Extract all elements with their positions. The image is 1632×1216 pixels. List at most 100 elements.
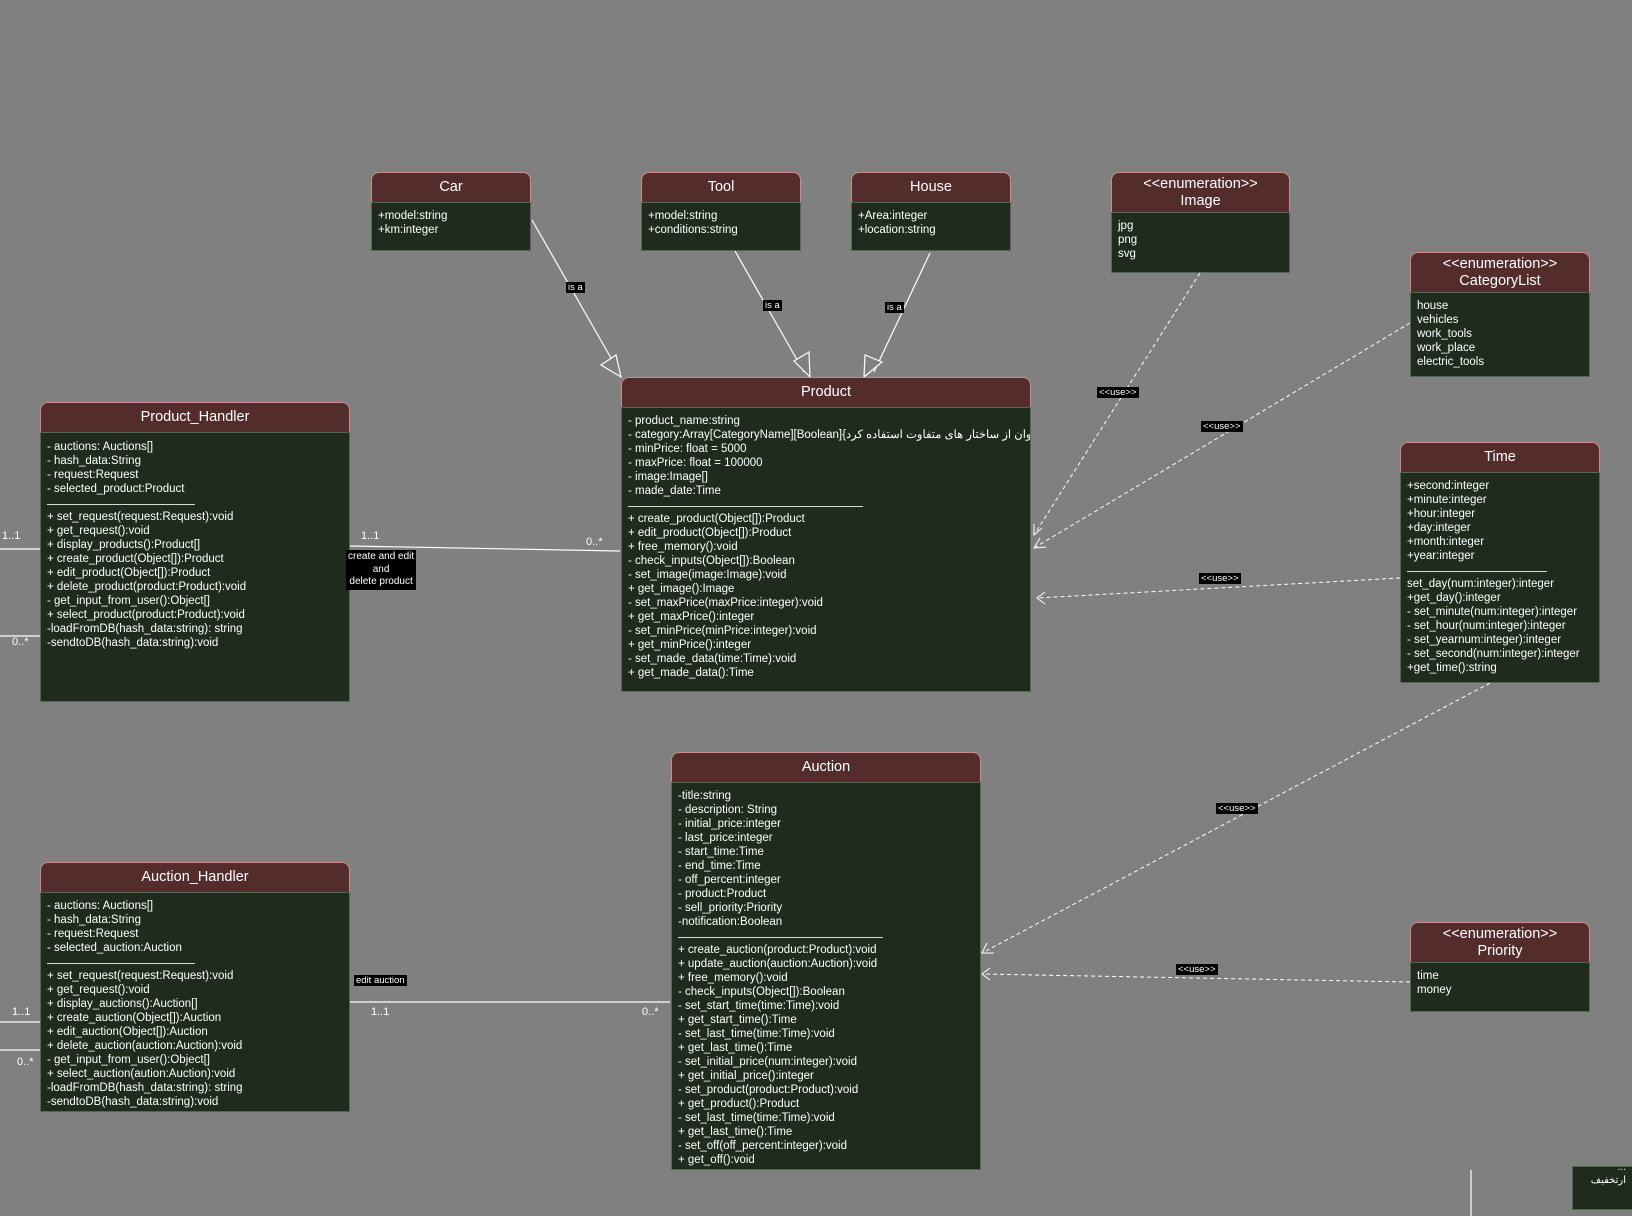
- multiplicity-label: 0..*: [17, 1056, 34, 1068]
- enum-priority-item: time: [1417, 970, 1439, 982]
- class-product-handler-title: Product_Handler: [140, 409, 250, 425]
- auction-handler-method: + select_auction(aution:Auction):void: [47, 1068, 236, 1080]
- class-auction-handler-header: Auction_Handler: [40, 862, 350, 892]
- product-handler-association-line: [349, 545, 621, 552]
- product-handler-method: + delete_product(product:Product):void: [47, 581, 247, 593]
- partial-class-text: ارتخفیف: [1590, 1175, 1626, 1186]
- enum-priority[interactable]: <<enumeration>> Priority time money: [1410, 922, 1590, 1012]
- class-product-handler-header: Product_Handler: [40, 402, 350, 432]
- class-auction-handler-title: Auction_Handler: [141, 869, 249, 885]
- image-use-line: [1033, 272, 1201, 536]
- multiplicity-label: 0..*: [586, 536, 603, 548]
- time-method: +get_time():string: [1407, 662, 1497, 674]
- class-tool-item: +conditions:string: [648, 224, 738, 236]
- time-method: - set_minute(num:integer):integer: [1407, 606, 1578, 618]
- product-handler-method: -loadFromDB(hash_data:string): string: [47, 623, 243, 635]
- auction-handler-separator: [47, 955, 343, 969]
- class-auction-handler-body: - auctions: Auctions[] - hash_data:Strin…: [40, 892, 350, 1112]
- auction-handler-method: + edit_auction(Object[]):Auction: [47, 1026, 208, 1038]
- auction-attribute: - product:Product: [678, 888, 767, 900]
- product-handler-method: + edit_product(Object[]):Product: [47, 567, 211, 579]
- auction-method: + get_off():void: [678, 1154, 755, 1166]
- multiplicity-label: 0..*: [642, 1006, 659, 1018]
- is-a-label: is a: [885, 302, 904, 313]
- class-house-item: +location:string: [858, 224, 936, 236]
- enum-categorylist-item: electric_tools: [1417, 356, 1485, 368]
- enum-categorylist[interactable]: <<enumeration>> CategoryList house vehic…: [1410, 252, 1590, 377]
- dependency-arrowhead: [981, 942, 994, 954]
- class-auction[interactable]: Auction -title:string - description: Str…: [671, 752, 981, 1170]
- auction-handler-method: -sendtoDB(hash_data:string):void: [47, 1096, 219, 1108]
- multiplicity-label: 0..*: [12, 636, 29, 648]
- generalization-arrowhead: [863, 354, 884, 379]
- product-method: + get_image():Image: [628, 583, 735, 595]
- edit-auction-label: edit auction: [354, 975, 407, 986]
- time-use-line: [1036, 577, 1401, 599]
- auction-attribute: - start_time:Time: [678, 846, 764, 858]
- use-label: <<use>>: [1097, 387, 1139, 398]
- class-house-body: +Area:integer +location:string: [851, 202, 1011, 251]
- enum-image-body: jpg png svg: [1111, 212, 1290, 273]
- enum-image-item: png: [1118, 234, 1138, 246]
- auction-handler-attribute: - selected_auction:Auction: [47, 942, 182, 954]
- dependency-arrowhead: [981, 967, 991, 981]
- product-handler-method: - get_input_from_user():Object[]: [47, 595, 210, 607]
- auction-method: - set_start_time(time:Time):void: [678, 1000, 840, 1012]
- time-attribute: +day:integer: [1407, 522, 1471, 534]
- class-car-item: +km:integer: [378, 224, 439, 236]
- auction-handler-attribute: - auctions: Auctions[]: [47, 900, 154, 912]
- time-method: - set_second(num:integer):integer: [1407, 648, 1580, 660]
- class-house-item: +Area:integer: [858, 210, 928, 222]
- product-handler-method: + select_product(product:Product):void: [47, 609, 245, 621]
- product-handler-attribute: - auctions: Auctions[]: [47, 441, 154, 453]
- time-attribute: +hour:integer: [1407, 508, 1476, 520]
- auction-attribute: - initial_price:integer: [678, 818, 781, 830]
- auction-handler-method: + set_request(request:Request):void: [47, 970, 234, 982]
- dependency-arrowhead: [1036, 591, 1046, 605]
- class-house-header: House: [851, 172, 1011, 202]
- auction-attribute: - end_time:Time: [678, 860, 761, 872]
- auction-handler-attribute: - hash_data:String: [47, 914, 141, 926]
- multiplicity-label: 1..1: [371, 1006, 390, 1018]
- product-handler-method: -sendtoDB(hash_data:string):void: [47, 637, 219, 649]
- product-method: + get_maxPrice():integer: [628, 611, 755, 623]
- class-product[interactable]: Product - product_name:string - category…: [621, 377, 1031, 692]
- time-attribute: +year:integer: [1407, 550, 1475, 562]
- class-tool-title: Tool: [707, 179, 735, 195]
- class-auction-header: Auction: [671, 752, 981, 782]
- enum-categorylist-body: house vehicles work_tools work_place ele…: [1410, 292, 1590, 377]
- class-product-handler[interactable]: Product_Handler - auctions: Auctions[] -…: [40, 402, 350, 702]
- auction-method: - check_inputs(Object[]):Boolean: [678, 986, 845, 998]
- dependency-arrowhead: [1033, 537, 1047, 549]
- auction-method: + get_product():Product: [678, 1098, 800, 1110]
- auction-attribute: - sell_priority:Priority: [678, 902, 783, 914]
- use-label: <<use>>: [1199, 573, 1241, 584]
- product-method: - set_made_data(time:Time):void: [628, 653, 797, 665]
- time-method: set_day(num:integer):integer: [1407, 578, 1555, 590]
- create-edit-delete-line: create and edit: [348, 551, 415, 562]
- class-auction-handler[interactable]: Auction_Handler - auctions: Auctions[] -…: [40, 862, 350, 1112]
- class-car-body: +model:string +km:integer: [371, 202, 531, 251]
- auction-attribute: - last_price:integer: [678, 832, 773, 844]
- time-method: - set_hour(num:integer):integer: [1407, 620, 1566, 632]
- class-product-header: Product: [621, 377, 1031, 407]
- auction-attribute: -title:string: [678, 790, 732, 802]
- time-separator: [1407, 563, 1593, 577]
- class-house[interactable]: House +Area:integer +location:string: [851, 172, 1011, 251]
- enum-image[interactable]: <<enumeration>> Image jpg png svg: [1111, 172, 1290, 273]
- auction-method: + create_auction(product:Product):void: [678, 944, 877, 956]
- multiplicity-label: 1..1: [2, 530, 21, 542]
- class-tool[interactable]: Tool +model:string +conditions:string: [641, 172, 801, 251]
- auction-method: - set_initial_price(num:integer):void: [678, 1056, 857, 1068]
- multiplicity-label: 1..1: [12, 1006, 31, 1018]
- auction-handler-attribute: - request:Request: [47, 928, 139, 940]
- partial-class-box: ... ارتخفیف: [1572, 1166, 1632, 1210]
- class-car[interactable]: Car +model:string +km:integer: [371, 172, 531, 251]
- class-time[interactable]: Time +second:integer +minute:integer +ho…: [1400, 442, 1600, 683]
- enum-image-item: jpg: [1118, 220, 1134, 232]
- class-time-header: Time: [1400, 442, 1600, 472]
- class-product-body: - product_name:string - category:Array[C…: [621, 407, 1031, 692]
- product-method: + free_memory():void: [628, 541, 738, 553]
- enum-categorylist-title: CategoryList: [1459, 272, 1541, 289]
